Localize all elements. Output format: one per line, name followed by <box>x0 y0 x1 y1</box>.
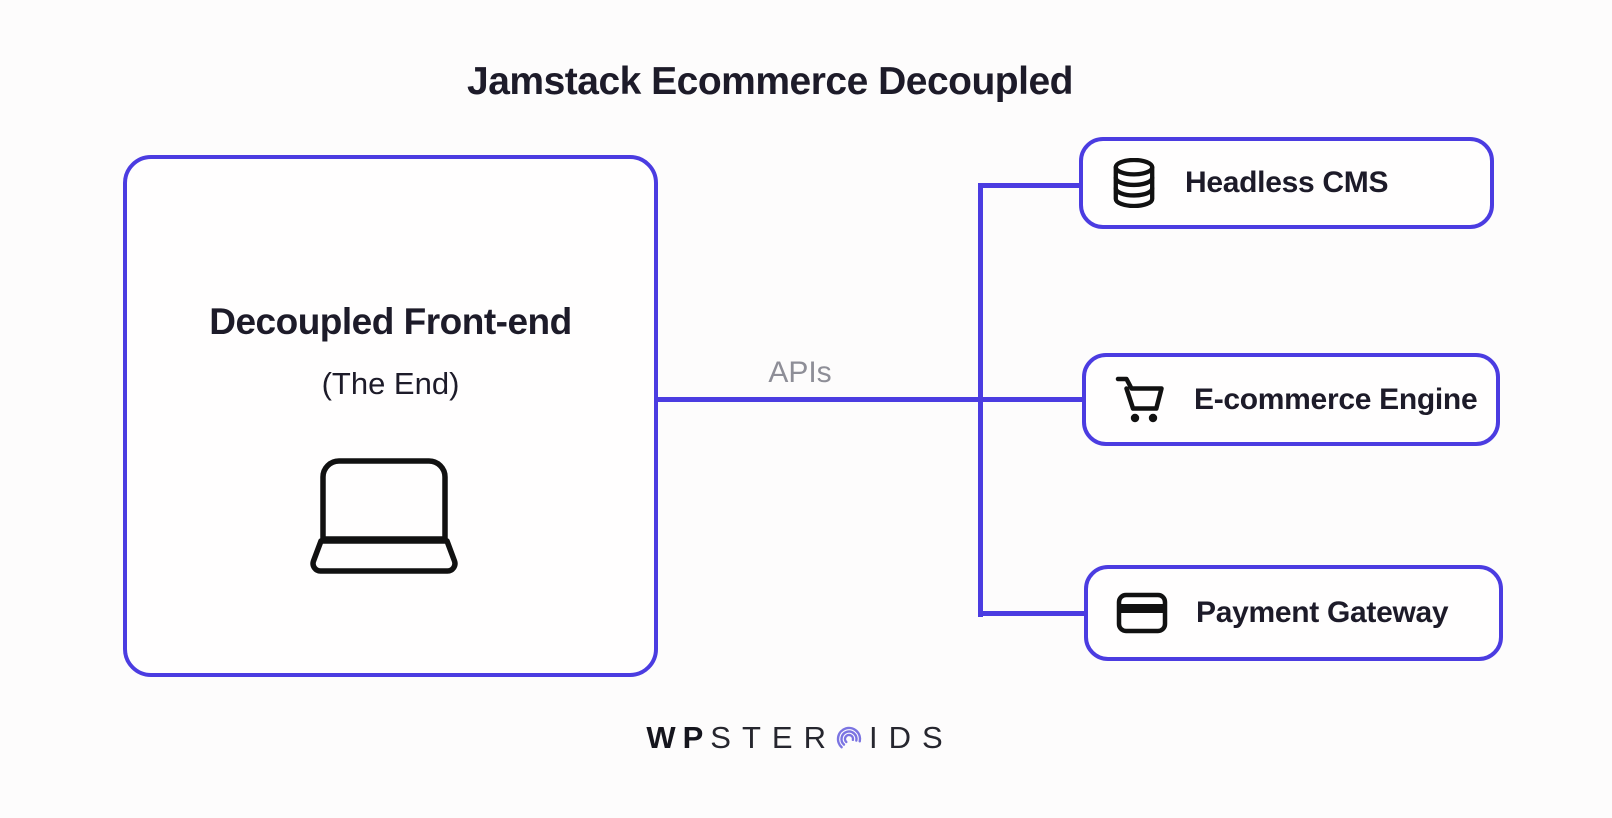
service-node-ecommerce-engine: E-commerce Engine <box>1082 353 1500 446</box>
brand-text-ids: IDS <box>868 720 954 755</box>
laptop-icon <box>309 457 459 577</box>
service-node-payment-gateway: Payment Gateway <box>1084 565 1503 661</box>
concentric-arcs-icon <box>834 723 864 753</box>
frontend-node-subtitle: (The End) <box>321 366 460 401</box>
connector-main-line <box>656 397 1085 402</box>
brand-text-wp: WP <box>646 720 711 755</box>
connector-branch-bottom <box>978 611 1088 616</box>
service-label: E-commerce Engine <box>1194 382 1478 416</box>
frontend-node: Decoupled Front-end (The End) <box>123 155 658 677</box>
page-title: Jamstack Ecommerce Decoupled <box>467 60 1073 103</box>
frontend-node-title: Decoupled Front-end <box>209 301 572 342</box>
service-label: Payment Gateway <box>1196 596 1449 629</box>
credit-card-icon <box>1116 591 1168 635</box>
connector-branch-top <box>978 183 1084 188</box>
database-icon <box>1111 158 1157 208</box>
service-node-headless-cms: Headless CMS <box>1079 137 1494 229</box>
brand-text-ster: STER <box>710 720 837 755</box>
service-label: Headless CMS <box>1185 166 1389 199</box>
shopping-cart-icon <box>1114 374 1166 426</box>
connector-trunk-line <box>978 183 983 617</box>
connector-label: APIs <box>768 356 832 389</box>
